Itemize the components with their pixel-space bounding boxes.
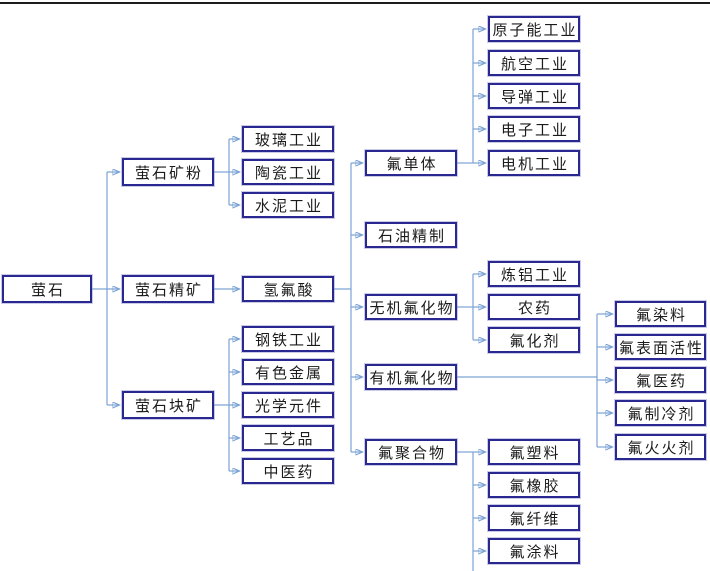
node-label: 炼铝工业 xyxy=(500,267,569,284)
node-label: 工艺品 xyxy=(263,431,315,448)
node-label: 氟聚合物 xyxy=(377,445,446,462)
node-label: 电子工业 xyxy=(500,122,569,139)
node-label: 玻璃工业 xyxy=(254,132,323,149)
node-label: 无机氟化物 xyxy=(369,300,455,317)
node-fluoroplastic: 氟塑料 xyxy=(488,439,580,465)
node-label: 钢铁工业 xyxy=(254,332,323,349)
node-optical-components: 光学元件 xyxy=(242,392,334,418)
node-label: 萤石块矿 xyxy=(134,398,203,415)
node-label: 氟化剂 xyxy=(509,333,561,350)
node-label: 航空工业 xyxy=(500,56,569,73)
node-aviation-industry: 航空工业 xyxy=(488,50,580,76)
node-fluorine-monomer: 氟单体 xyxy=(365,150,457,176)
node-missile-industry: 导弹工业 xyxy=(488,83,580,109)
connector-group-lump-ore xyxy=(214,339,239,471)
node-label: 氟单体 xyxy=(386,156,438,173)
node-label: 原子能工业 xyxy=(492,22,578,39)
node-fluororubber: 氟橡胶 xyxy=(488,472,580,498)
node-pesticide: 农药 xyxy=(488,294,580,320)
node-label: 氢氟酸 xyxy=(263,282,315,299)
node-organic-fluoride: 有机氟化物 xyxy=(365,364,457,390)
top-rule xyxy=(0,2,710,4)
node-label: 萤石 xyxy=(30,282,65,299)
node-label: 电机工业 xyxy=(500,156,569,173)
node-fluorite-ore-powder: 萤石矿粉 xyxy=(122,158,214,186)
node-fluorine-fire-agent: 氟火火剂 xyxy=(615,434,706,460)
node-fluorite-lump-ore: 萤石块矿 xyxy=(122,391,214,419)
node-label: 氟表面活性 xyxy=(618,340,704,357)
node-fluoropolymer: 氟聚合物 xyxy=(365,439,457,465)
node-fluorine-refrigerant: 氟制冷剂 xyxy=(615,400,706,426)
node-label: 氟医药 xyxy=(635,373,687,390)
node-traditional-chinese-medicine: 中医药 xyxy=(242,458,334,484)
connector-group-monomer xyxy=(457,29,485,163)
connector-group-root xyxy=(92,172,119,405)
node-glass-industry: 玻璃工业 xyxy=(242,126,334,152)
node-fluorinating-agent: 氟化剂 xyxy=(488,327,580,353)
node-fluorine-dye: 氟染料 xyxy=(615,301,706,327)
node-nonferrous-metals: 有色金属 xyxy=(242,359,334,385)
node-crafts: 工艺品 xyxy=(242,425,334,451)
node-label: 氟涂料 xyxy=(509,544,561,561)
node-label: 有机氟化物 xyxy=(369,370,455,387)
node-label: 中医药 xyxy=(263,464,315,481)
node-fluorocoating: 氟涂料 xyxy=(488,538,580,564)
node-fluorite: 萤石 xyxy=(2,275,92,303)
connector-group-polymer xyxy=(457,452,485,571)
node-steel-industry: 钢铁工业 xyxy=(242,326,334,352)
node-label: 有色金属 xyxy=(254,365,323,382)
node-label: 氟塑料 xyxy=(509,445,561,462)
node-label: 水泥工业 xyxy=(254,198,323,215)
node-label: 萤石精矿 xyxy=(134,282,203,299)
node-fluorofiber: 氟纤维 xyxy=(488,505,580,531)
node-electronics-industry: 电子工业 xyxy=(488,116,580,142)
connector-group-inorganic xyxy=(457,274,485,340)
node-fluorite-concentrate: 萤石精矿 xyxy=(122,275,214,303)
node-aluminum-smelting-industry: 炼铝工业 xyxy=(488,261,580,287)
node-label: 氟橡胶 xyxy=(509,478,561,495)
node-hydrofluoric-acid: 氢氟酸 xyxy=(242,276,334,302)
node-label: 陶瓷工业 xyxy=(254,165,323,182)
node-label: 农药 xyxy=(517,300,552,317)
node-atomic-energy-industry: 原子能工业 xyxy=(488,16,580,42)
node-label: 萤石矿粉 xyxy=(134,165,203,182)
node-label: 导弹工业 xyxy=(500,89,569,106)
node-label: 氟制冷剂 xyxy=(627,406,696,423)
node-inorganic-fluoride: 无机氟化物 xyxy=(365,294,457,320)
node-label: 氟纤维 xyxy=(509,511,561,528)
connector-group-ore-powder xyxy=(214,139,239,205)
node-label: 氟染料 xyxy=(635,307,687,324)
connector-group-organic xyxy=(457,314,612,447)
node-fluorine-surfactant: 氟表面活性 xyxy=(615,334,706,360)
node-electric-machinery-industry: 电机工业 xyxy=(488,150,580,176)
connector-group-hf xyxy=(334,163,362,452)
node-cement-industry: 水泥工业 xyxy=(242,192,334,218)
node-label: 石油精制 xyxy=(377,228,446,245)
node-fluorine-pharmaceutical: 氟医药 xyxy=(615,367,706,393)
node-label: 氟火火剂 xyxy=(627,440,696,457)
node-label: 光学元件 xyxy=(254,398,323,415)
node-ceramic-industry: 陶瓷工业 xyxy=(242,159,334,185)
node-petroleum-refining: 石油精制 xyxy=(365,222,457,248)
